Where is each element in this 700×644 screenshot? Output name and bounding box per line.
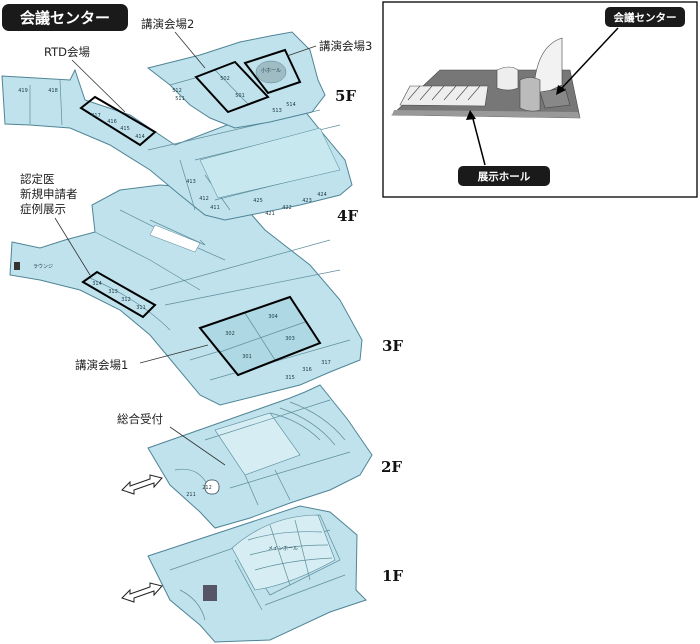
room-414: 414 <box>135 134 145 140</box>
room-511: 511 <box>175 96 185 102</box>
callout-cert-3: 症例展示 <box>20 202 66 216</box>
highlight-case-exhibit <box>81 270 157 319</box>
floor-4f: 419 418 417 416 415 414 413 412 411 421 … <box>1 68 353 221</box>
floor-label-5f: 5F <box>335 87 356 105</box>
room-304: 304 <box>268 314 278 320</box>
room-424: 424 <box>317 192 327 198</box>
callout-reception: 総合受付 <box>117 412 163 426</box>
room-303: 303 <box>285 336 295 342</box>
room-313: 313 <box>108 289 118 295</box>
floor-label-4f: 4F <box>337 207 358 225</box>
room-314: 314 <box>92 281 102 287</box>
room-501: 501 <box>235 93 245 99</box>
room-415: 415 <box>120 126 130 132</box>
inset-overview: 会議センター 展示ホール <box>382 1 698 198</box>
room-small-hall: 小ホール <box>261 67 281 74</box>
inset-label-conference-center: 会議センター <box>614 11 677 24</box>
room-502: 502 <box>220 76 230 82</box>
floor-label-2f: 2F <box>381 458 402 476</box>
room-416: 416 <box>107 119 117 125</box>
callout-hall1: 講演会場1 <box>75 358 128 372</box>
floor-5f: 512 511 502 501 小ホール 513 514 <box>146 31 326 129</box>
room-421: 421 <box>265 211 275 217</box>
inset-conference-building <box>519 37 571 112</box>
room-423: 423 <box>302 198 312 204</box>
room-212: 212 <box>202 485 212 491</box>
room-302: 302 <box>225 331 235 337</box>
room-lounge: ラウンジ <box>33 263 53 270</box>
floor-label-1f: 1F <box>382 567 403 585</box>
room-422: 422 <box>282 205 292 211</box>
highlight-rtd <box>79 95 157 147</box>
callout-rtd: RTD会場 <box>44 45 91 59</box>
title-badge: 会議センター <box>2 4 128 31</box>
room-312: 312 <box>121 297 131 303</box>
room-418: 418 <box>48 88 58 94</box>
room-419: 419 <box>18 88 28 94</box>
room-316: 316 <box>302 367 312 373</box>
floor-2f: 211 212 <box>147 384 373 529</box>
room-417: 417 <box>91 113 101 119</box>
callout-hall2: 講演会場2 <box>141 17 194 31</box>
title: 会議センター <box>20 9 110 27</box>
entrance-arrow-1f <box>121 582 163 603</box>
callout-cert-1: 認定医 <box>20 172 55 186</box>
room-412: 412 <box>199 196 209 202</box>
floor-label-3f: 3F <box>382 337 403 355</box>
room-315: 315 <box>285 375 295 381</box>
room-317: 317 <box>321 360 331 366</box>
room-425: 425 <box>253 198 263 204</box>
room-411: 411 <box>210 205 220 211</box>
room-512: 512 <box>172 88 182 94</box>
room-311: 311 <box>136 305 146 311</box>
room-main-hall: メインホール <box>268 546 298 552</box>
room-301: 301 <box>242 354 252 360</box>
inset-label-exhibition-hall: 展示ホール <box>478 171 531 183</box>
callout-cert-2: 新規申請者 <box>20 187 78 201</box>
highlight-hall2 <box>194 60 270 114</box>
room-211: 211 <box>186 492 196 498</box>
room-513: 513 <box>272 108 282 114</box>
room-413: 413 <box>186 179 196 185</box>
entrance-arrow-2f <box>121 474 163 495</box>
highlight-hall1 <box>198 295 322 377</box>
floor-1f: メインホール <box>147 505 367 643</box>
floor-3f: ラウンジ 314 313 312 311 302 304 303 301 315… <box>9 184 363 406</box>
callout-hall3: 講演会場3 <box>319 39 372 53</box>
room-514: 514 <box>286 102 296 108</box>
highlight-hall3 <box>243 48 302 95</box>
